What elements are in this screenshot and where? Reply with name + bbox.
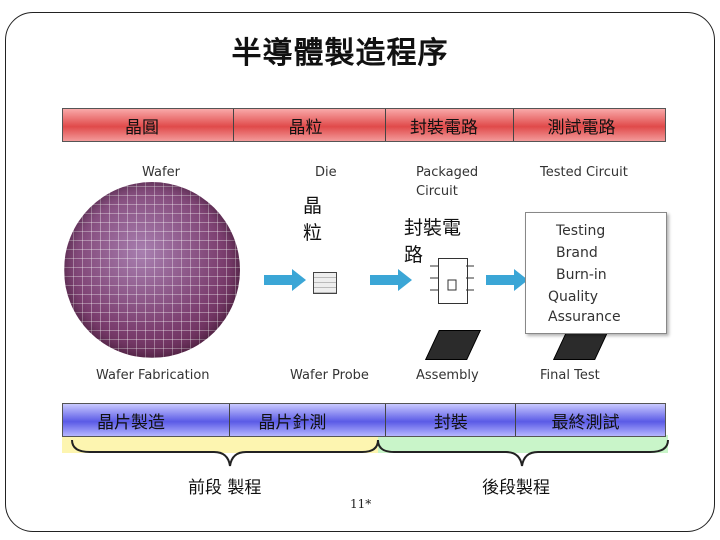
die-chip-image [313,272,337,294]
front-phase-region [62,435,378,453]
pkg-cjk-1: 封裝電 [404,217,462,239]
test-item-testing: Testing [556,223,606,239]
label-final-test: Final Test [540,368,600,383]
pkg-cjk-2: 路 [404,244,424,266]
process-wafer-fab: 晶片製造 [63,404,231,436]
die-cjk-2: 粒 [303,222,323,244]
label-assembly: Assembly [416,368,479,383]
arrow-right-icon [486,269,528,291]
label-wafer: Wafer [142,165,180,180]
test-steps-box [525,212,667,334]
label-wafer-probe: Wafer Probe [290,368,369,383]
package-schematic [438,258,468,304]
stage-tested-circuit: 測試電路 [547,117,616,138]
process-wafer-probe: 晶片針測 [230,404,386,436]
stage-wafer: 晶圓 [63,109,235,141]
slide-title: 半導體製造程序 [231,36,449,71]
page-number: 11* [350,497,372,511]
process-assembly: 封裝 [386,404,516,436]
front-end-process-label: 前段 製程 [188,478,262,498]
stage-die: 晶粒 [234,109,387,141]
package-pins-icon [430,265,474,291]
back-end-process-label: 後段製程 [482,478,550,498]
process-final-test: 最終測試 [551,412,620,433]
label-die: Die [315,165,337,180]
die-cjk-1: 晶 [303,195,323,217]
test-item-quality: Quality [548,289,599,305]
slide-frame [5,12,715,532]
arrow-right-icon [370,269,412,291]
label-circuit: Circuit [416,184,458,199]
label-packaged: Packaged [416,165,479,180]
test-item-burn-in: Burn-in [556,267,607,283]
test-item-brand: Brand [556,245,598,261]
product-stage-band: 晶圓 晶粒 封裝電路 測試電路 [62,108,666,142]
label-tested-circuit: Tested Circuit [540,165,628,180]
wafer-image [64,182,240,358]
process-step-band: 晶片製造 晶片針測 封裝 最終測試 [62,403,666,437]
arrow-right-icon [264,269,306,291]
label-wafer-fabrication: Wafer Fabrication [96,368,210,383]
back-phase-region [378,435,668,453]
test-item-assurance: Assurance [548,309,621,325]
stage-packaged-circuit: 封裝電路 [386,109,514,141]
